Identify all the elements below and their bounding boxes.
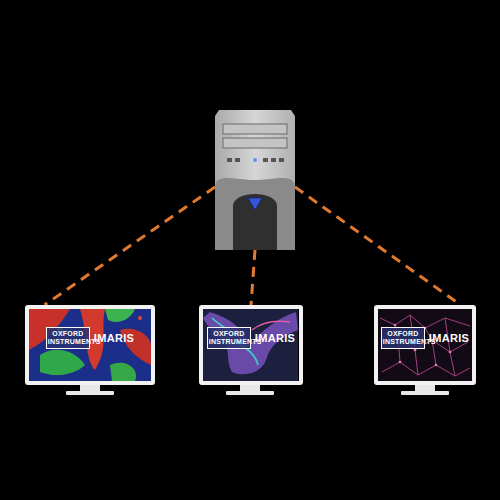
logo-row: OXFORD INSTRUMENTS IMARIS [207, 327, 295, 349]
front-button [235, 158, 240, 162]
logo-row: OXFORD INSTRUMENTS IMARIS [46, 327, 134, 349]
logo-row: OXFORD INSTRUMENTS IMARIS [381, 327, 469, 349]
screen-image [29, 309, 151, 381]
software-name: IMARIS [429, 332, 469, 344]
server-body [215, 110, 295, 250]
screen-image [378, 309, 472, 381]
monitor-stands [66, 385, 449, 395]
software-name: IMARIS [94, 332, 134, 344]
front-arch [233, 194, 277, 250]
brand-logo: OXFORD INSTRUMENTS [207, 327, 251, 349]
logo-triangle [248, 198, 262, 210]
monitor-screen: OXFORD INSTRUMENTS IMARIS [25, 305, 155, 385]
monitor-screen: OXFORD INSTRUMENTS IMARIS [199, 305, 303, 385]
drive-bay [223, 124, 287, 134]
front-button [271, 158, 276, 162]
drive-bay [223, 138, 287, 148]
front-button [279, 158, 284, 162]
screen-image [203, 309, 298, 381]
software-name: IMARIS [255, 332, 295, 344]
brand-logo: OXFORD INSTRUMENTS [46, 327, 90, 349]
dashed-connector [251, 250, 255, 305]
monitor-screen: OXFORD INSTRUMENTS IMARIS [374, 305, 476, 385]
power-led [253, 158, 257, 162]
brand-logo: OXFORD INSTRUMENTS [381, 327, 425, 349]
dashed-connector [45, 187, 216, 305]
server-outline [215, 110, 295, 250]
dashed-connector [295, 187, 461, 305]
front-button [263, 158, 268, 162]
front-panel [215, 178, 295, 250]
front-button [227, 158, 232, 162]
server-tower [215, 110, 295, 250]
